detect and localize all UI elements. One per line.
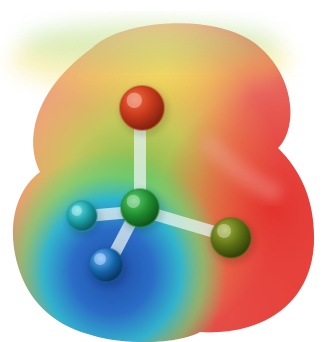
right-atom xyxy=(211,218,251,258)
central-atom-highlight xyxy=(127,195,140,208)
potential-surface xyxy=(10,0,314,342)
bottom-atom-highlight xyxy=(94,253,106,265)
left-atom xyxy=(67,201,97,231)
left-atom-highlight xyxy=(72,206,83,217)
central-atom xyxy=(121,189,159,227)
top-atom-highlight xyxy=(127,93,142,108)
right-atom-highlight xyxy=(217,224,231,238)
bottom-atom xyxy=(89,248,123,282)
top-atom xyxy=(120,86,164,130)
